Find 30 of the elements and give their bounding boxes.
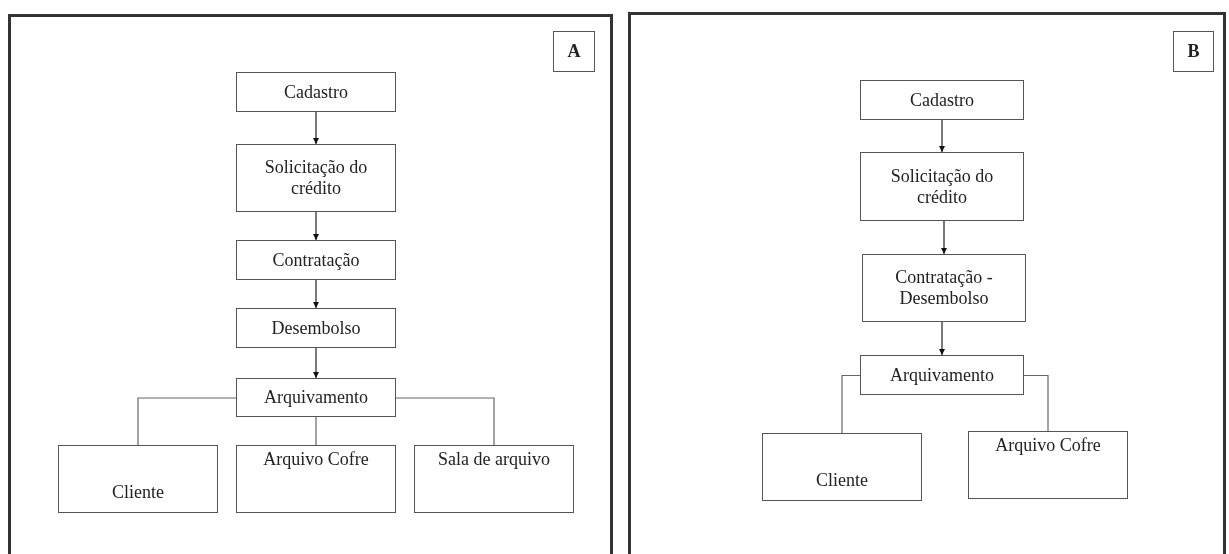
process-box: Cliente (58, 445, 218, 513)
connector-line (395, 397, 495, 446)
arrow (313, 211, 319, 241)
arrow (941, 220, 947, 255)
process-box: Arquivamento (860, 355, 1024, 395)
connector-line (841, 374, 861, 434)
panel-label-box: A (553, 31, 595, 72)
connector-line (315, 416, 317, 446)
arrow (313, 111, 319, 145)
process-box: Arquivamento (236, 378, 396, 417)
arrow (939, 321, 945, 356)
panel-label-box: B (1173, 31, 1214, 72)
panel-frame (628, 12, 1226, 554)
arrow (313, 347, 319, 379)
process-box: Arquivo Cofre (968, 431, 1128, 499)
arrow (313, 279, 319, 309)
process-box: Cliente (762, 433, 922, 501)
connector-line (137, 397, 237, 446)
connector-line (1023, 374, 1049, 432)
process-box: Contratação (236, 240, 396, 280)
arrow (939, 119, 945, 153)
process-box: Sala de arquivo (414, 445, 574, 513)
process-box: Contratação - Desembolso (862, 254, 1026, 322)
process-box: Cadastro (236, 72, 396, 112)
process-box: Solicitação do crédito (236, 144, 396, 212)
panel-frame (8, 14, 613, 554)
process-box: Desembolso (236, 308, 396, 348)
process-box: Solicitação do crédito (860, 152, 1024, 221)
process-box: Cadastro (860, 80, 1024, 120)
process-box: Arquivo Cofre (236, 445, 396, 513)
